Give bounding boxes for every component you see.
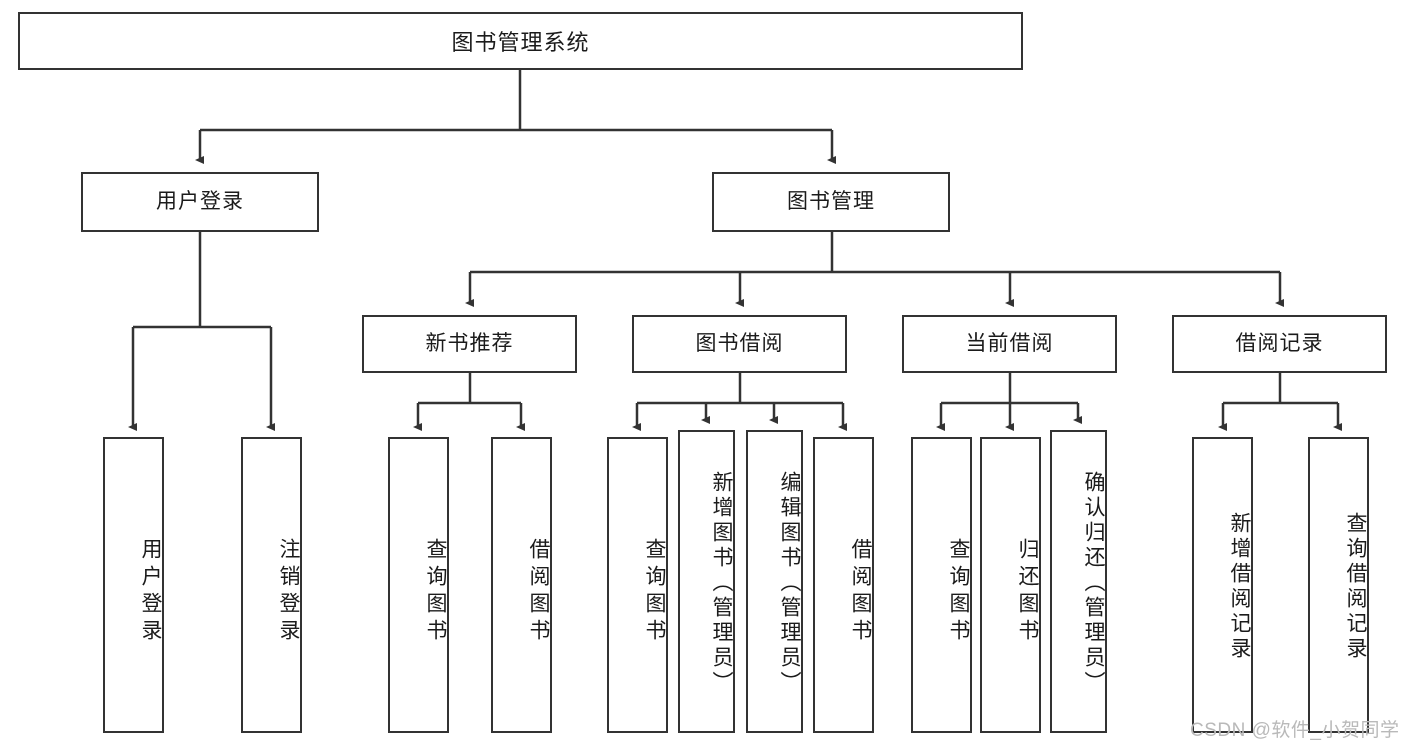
leaf-user-login[interactable]: 用户登录 [103, 437, 164, 733]
leaf-borrow-borrow-book[interactable]: 借阅图书 [813, 437, 874, 733]
node-user-login-label: 用户登录 [156, 190, 244, 214]
leaf-newbook-borrow-book-label: 借阅图书 [527, 538, 550, 646]
node-borrow-record[interactable]: 借阅记录 [1172, 315, 1387, 373]
leaf-logout-login-label: 注销登录 [277, 538, 300, 646]
leaf-borrow-edit-book-admin-label: 编辑图书（管理员） [778, 471, 801, 696]
node-user-login[interactable]: 用户登录 [81, 172, 319, 232]
leaf-current-query-book[interactable]: 查询图书 [911, 437, 972, 733]
leaf-borrow-add-book-admin[interactable]: 新增图书（管理员） [678, 430, 735, 733]
leaf-record-add-record-label: 新增借阅记录 [1228, 512, 1251, 662]
node-book-borrow-label: 图书借阅 [695, 332, 784, 356]
leaf-borrow-edit-book-admin[interactable]: 编辑图书（管理员） [746, 430, 803, 733]
node-current-borrow[interactable]: 当前借阅 [902, 315, 1117, 373]
leaf-newbook-borrow-book[interactable]: 借阅图书 [491, 437, 552, 733]
leaf-current-return-book[interactable]: 归还图书 [980, 437, 1041, 733]
leaf-record-query-record[interactable]: 查询借阅记录 [1308, 437, 1369, 733]
leaf-record-query-record-label: 查询借阅记录 [1344, 512, 1367, 662]
leaf-borrow-add-book-admin-label: 新增图书（管理员） [710, 471, 733, 696]
csdn-watermark: CSDN @软件_小贺同学 [1190, 720, 1400, 741]
leaf-current-confirm-return-admin-label: 确认归还（管理员） [1082, 471, 1105, 696]
leaf-user-login-label: 用户登录 [139, 538, 162, 646]
leaf-borrow-borrow-book-label: 借阅图书 [849, 538, 872, 646]
node-book-borrow[interactable]: 图书借阅 [632, 315, 847, 373]
node-borrow-record-label: 借阅记录 [1235, 332, 1324, 356]
leaf-newbook-query-book[interactable]: 查询图书 [388, 437, 449, 733]
node-book-manage-label: 图书管理 [787, 190, 875, 214]
leaf-logout-login[interactable]: 注销登录 [241, 437, 302, 733]
leaf-record-add-record[interactable]: 新增借阅记录 [1192, 437, 1253, 733]
leaf-newbook-query-book-label: 查询图书 [424, 538, 447, 646]
node-root-label: 图书管理系统 [451, 30, 590, 55]
node-new-book-recommend[interactable]: 新书推荐 [362, 315, 577, 373]
leaf-borrow-query-book[interactable]: 查询图书 [607, 437, 668, 733]
node-current-borrow-label: 当前借阅 [965, 332, 1054, 356]
leaf-current-confirm-return-admin[interactable]: 确认归还（管理员） [1050, 430, 1107, 733]
node-book-manage[interactable]: 图书管理 [712, 172, 950, 232]
leaf-current-query-book-label: 查询图书 [947, 538, 970, 646]
node-root-system[interactable]: 图书管理系统 [18, 12, 1023, 70]
node-new-book-recommend-label: 新书推荐 [425, 332, 514, 356]
leaf-current-return-book-label: 归还图书 [1016, 538, 1039, 646]
leaf-borrow-query-book-label: 查询图书 [643, 538, 666, 646]
